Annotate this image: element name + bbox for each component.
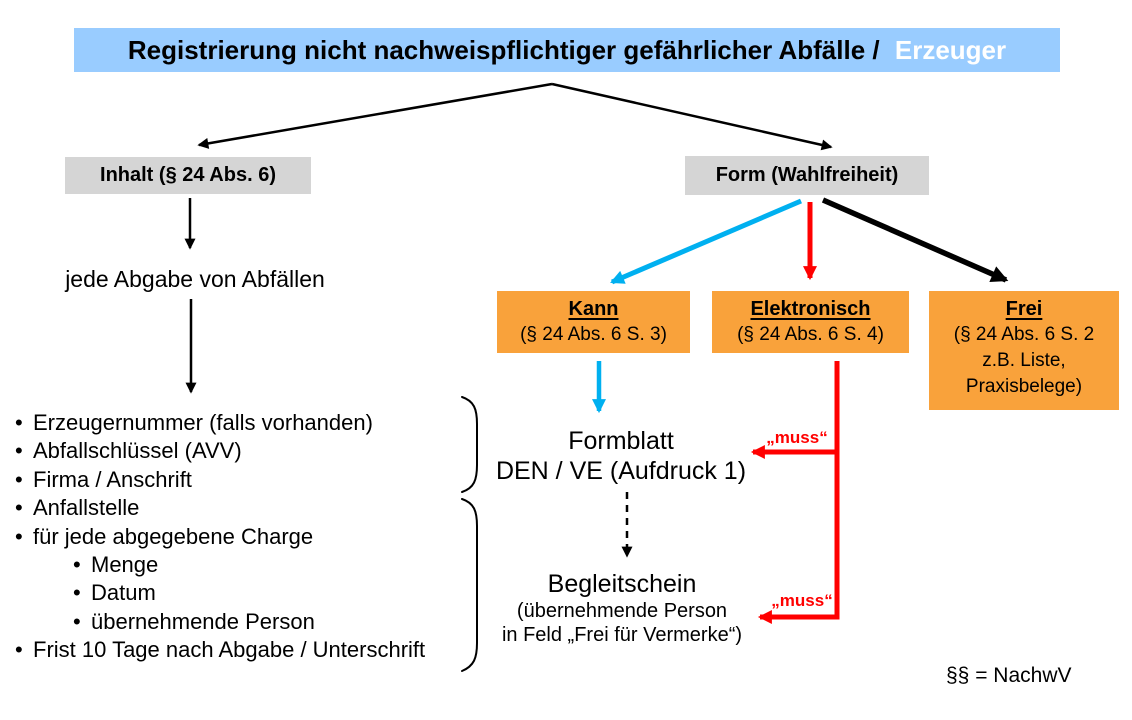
title-bar: Registrierung nicht nachweispflichtiger …: [74, 28, 1060, 72]
list-item: • Firma / Anschrift: [15, 466, 425, 494]
option-frei-ref3: Praxisbelege): [965, 376, 1083, 397]
form-header-box: Form (Wahlfreiheit): [685, 156, 929, 195]
begleitschein-line3: in Feld „Frei für Vermerke“): [501, 624, 743, 646]
begleitschein-line1: Begleitschein: [547, 570, 697, 598]
option-frei-ref: (§ 24 Abs. 6 S. 2: [953, 324, 1095, 345]
legend-text: §§ = NachwV: [946, 664, 1072, 687]
bullet-icon: •: [15, 410, 23, 435]
option-elektronisch-box: Elektronisch (§ 24 Abs. 6 S. 4): [712, 291, 909, 353]
list-item-label: Firma / Anschrift: [33, 466, 192, 492]
arrow-title-to-form: [551, 82, 833, 151]
option-frei-ref2: z.B. Liste,: [982, 350, 1066, 371]
option-kann-ref: (§ 24 Abs. 6 S. 3): [520, 324, 667, 345]
list-item-label: Anfallstelle: [33, 495, 140, 521]
option-frei-title: Frei: [1005, 298, 1043, 320]
option-elektronisch-ref: (§ 24 Abs. 6 S. 4): [737, 324, 884, 345]
begleitschein-text: Begleitschein (übernehmende Person in Fe…: [472, 570, 772, 647]
list-item-label: Abfallschlüssel (AVV): [33, 438, 242, 464]
bullet-icon: •: [15, 523, 23, 549]
option-frei-box: Frei (§ 24 Abs. 6 S. 2 z.B. Liste, Praxi…: [929, 291, 1119, 410]
list-subitem: • Menge: [15, 551, 425, 579]
muss-label-formblatt: „muss“: [766, 428, 828, 447]
bullet-icon: •: [73, 551, 81, 577]
list-subitem: • Datum: [15, 579, 425, 607]
list-subitem: • übernehmende Person: [15, 608, 425, 636]
option-kann-box: Kann (§ 24 Abs. 6 S. 3): [497, 291, 690, 353]
list-item-label: für jede abgegebene Charge: [33, 523, 314, 549]
muss-label-begleitschein: „muss“: [771, 591, 833, 610]
bullet-icon: •: [73, 608, 81, 634]
list-item: • für jede abgegebene Charge: [15, 523, 425, 551]
title-highlight: Erzeuger: [894, 35, 1007, 65]
formblatt-line2: DEN / VE (Aufdruck 1): [495, 456, 747, 485]
list-item-label: Datum: [91, 580, 156, 606]
inhalt-list: • Erzeugernummer (falls vorhanden) • Abf…: [15, 409, 425, 665]
formblatt-line1: Formblatt: [568, 427, 674, 455]
arrow-title-to-inhalt: [197, 82, 553, 149]
arrow-form-to-kann: [610, 198, 802, 285]
list-item: • Frist 10 Tage nach Abgabe / Unterschri…: [15, 636, 425, 664]
list-item: • Abfallschlüssel (AVV): [15, 437, 425, 465]
bullet-icon: •: [73, 580, 81, 606]
list-item-label: Erzeugernummer (falls vorhanden): [33, 410, 373, 435]
bullet-icon: •: [15, 495, 23, 521]
formblatt-text: Formblatt DEN / VE (Aufdruck 1): [484, 427, 758, 486]
bullet-icon: •: [15, 466, 23, 492]
list-item: • Erzeugernummer (falls vorhanden): [15, 409, 425, 437]
title-text: Registrierung nicht nachweispflichtiger …: [127, 35, 880, 65]
list-item-label: Frist 10 Tage nach Abgabe / Unterschrift: [33, 637, 426, 663]
list-item-label: übernehmende Person: [91, 608, 315, 634]
bracket-upper: [461, 396, 478, 493]
inhalt-header-box: Inhalt (§ 24 Abs. 6): [65, 157, 311, 194]
arrow-form-to-frei: [821, 197, 1009, 283]
option-elektronisch-title: Elektronisch: [750, 298, 871, 320]
list-item-label: Menge: [91, 551, 159, 577]
begleitschein-line2: (übernehmende Person: [516, 600, 728, 622]
bracket-lower: [461, 498, 478, 672]
option-kann-title: Kann: [568, 298, 619, 320]
inhalt-intro-text: jede Abgabe von Abfällen: [65, 266, 325, 292]
bullet-icon: •: [15, 637, 23, 663]
list-item: • Anfallstelle: [15, 494, 425, 522]
bullet-icon: •: [15, 438, 23, 464]
